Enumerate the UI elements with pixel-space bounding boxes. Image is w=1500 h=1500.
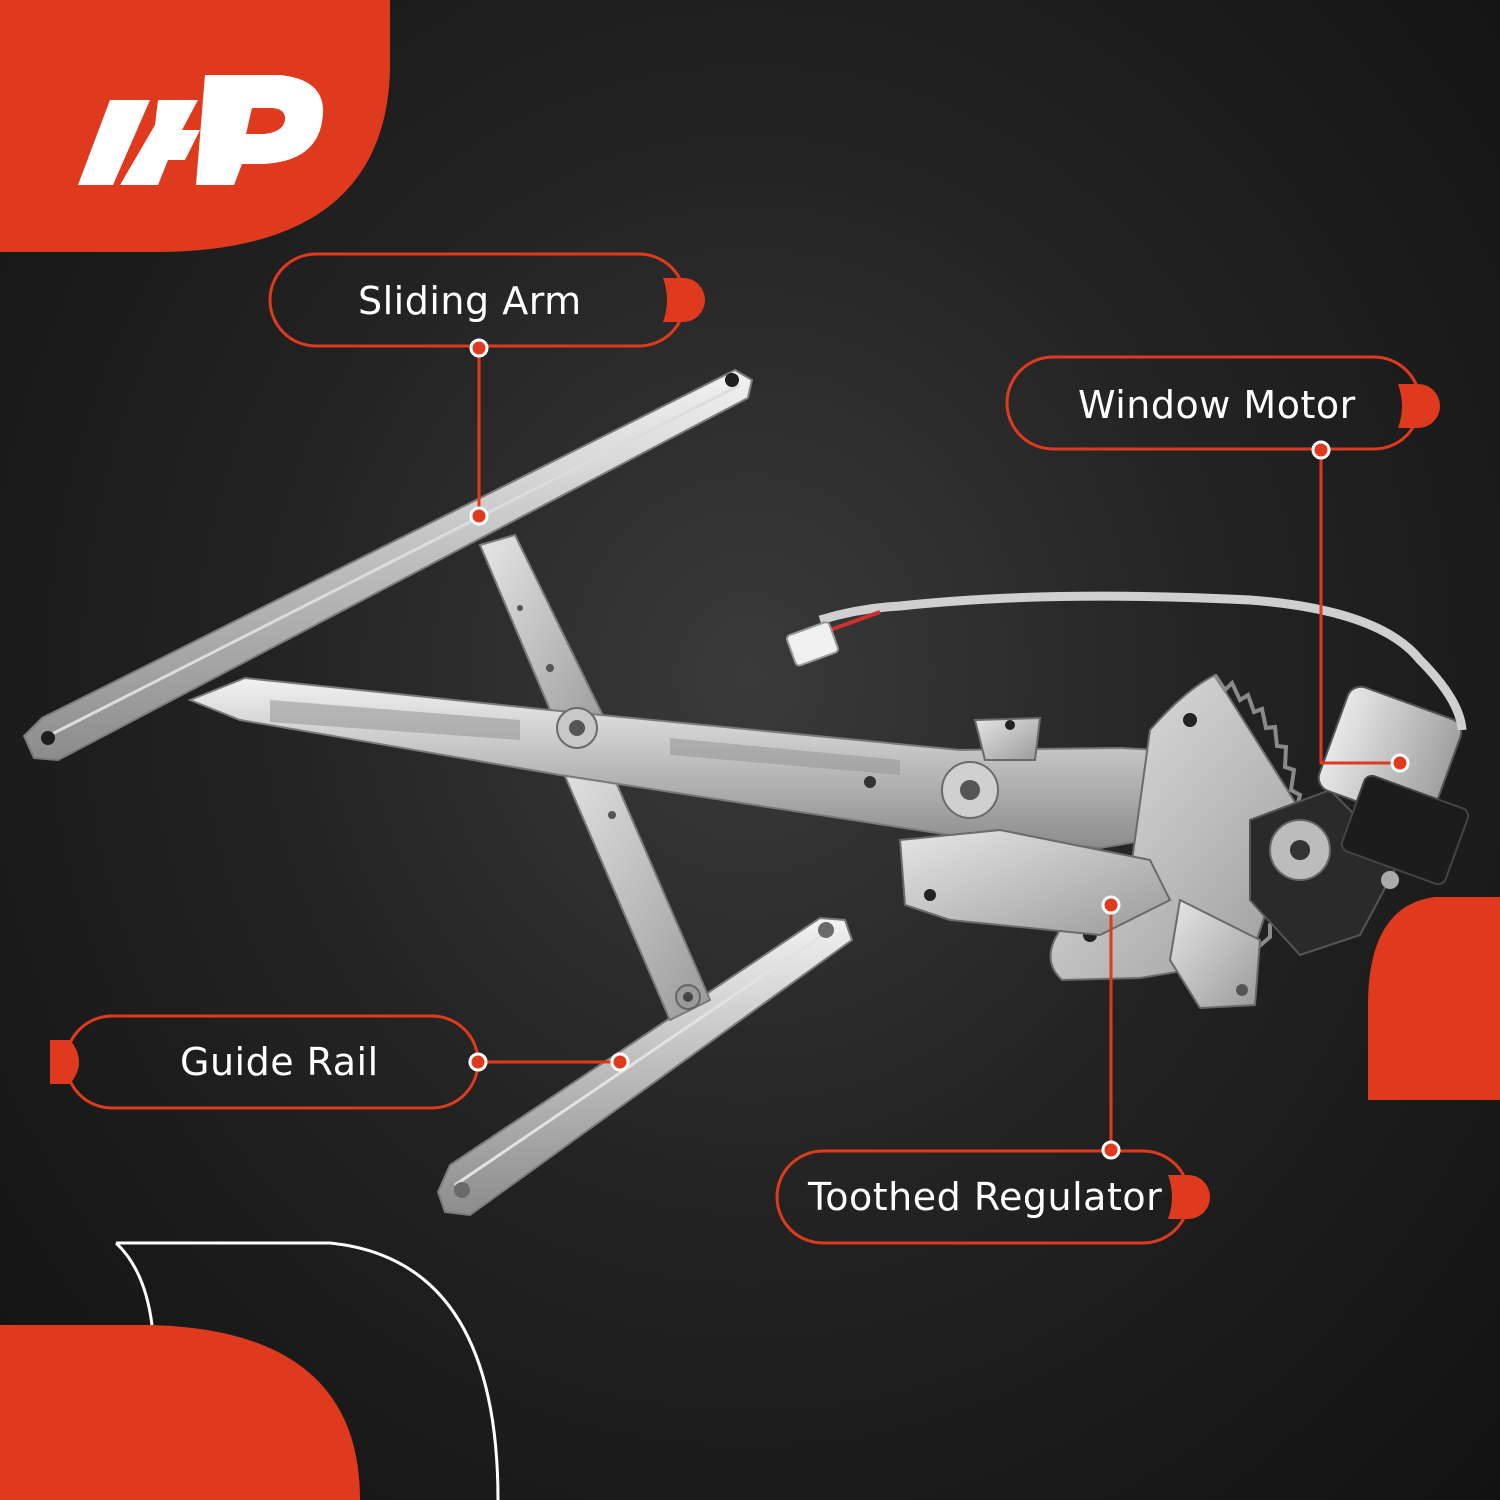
window-motor-part: [1317, 685, 1470, 886]
window-regulator-product: [22, 368, 1470, 1217]
sliding-arm-part: [22, 368, 754, 762]
top-left-red-shape: [0, 0, 390, 252]
a-premium-logo-icon: [78, 75, 324, 185]
bottom-white-curve: [116, 1241, 500, 1500]
right-red-shape: [1368, 897, 1500, 1100]
toothed-regulator-label: Toothed Regulator: [808, 1175, 1163, 1219]
main-lift-arm: [187, 676, 1207, 850]
callout-window-motor: [1005, 355, 1440, 773]
guide-rail-label: Guide Rail: [180, 1040, 379, 1084]
callout-sliding-arm: [268, 252, 705, 526]
sliding-arm-label: Sliding Arm: [358, 279, 582, 323]
guide-rail-part: [436, 916, 854, 1217]
callout-toothed-regulator: [775, 895, 1210, 1245]
motor-wire-harness: [785, 591, 1467, 731]
bottom-white-curve-inner: [114, 1241, 154, 1326]
callout-guide-rail: [50, 1014, 630, 1110]
window-motor-label: Window Motor: [1078, 383, 1356, 427]
bottom-left-red-shape: [0, 1325, 360, 1500]
